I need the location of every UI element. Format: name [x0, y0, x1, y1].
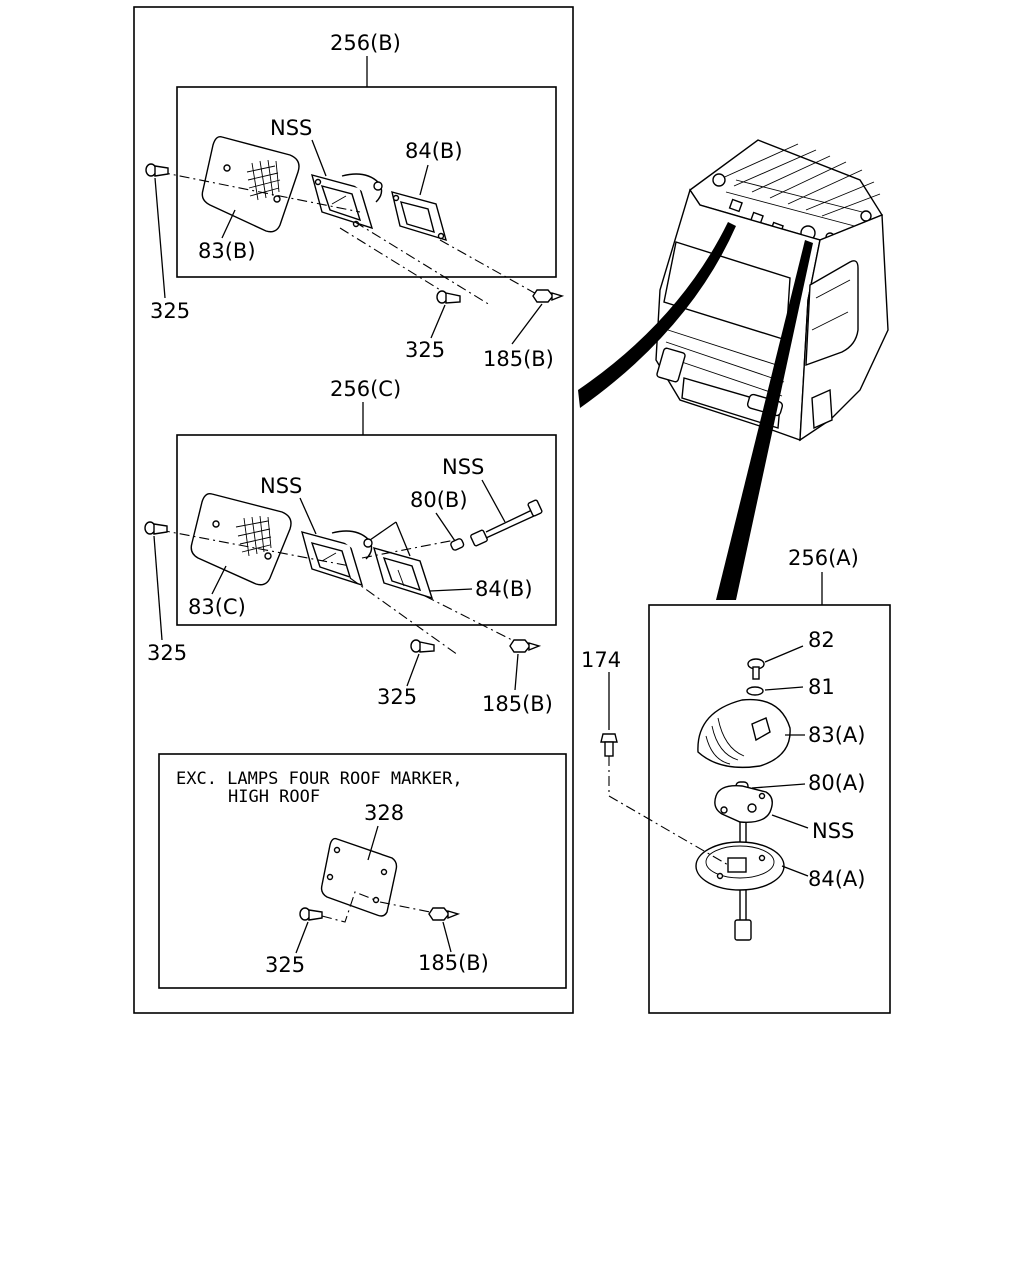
leader-band-to-256a — [716, 240, 813, 600]
label-256a: 256(A) — [788, 546, 859, 570]
label-nss-c-wire: NSS — [442, 455, 484, 479]
screw-325-b-left — [145, 163, 169, 177]
label-84a: 84(A) — [808, 867, 865, 891]
label-256b: 256(B) — [330, 31, 401, 55]
label-325-b-bottom: 325 — [405, 338, 445, 362]
note-line-1: EXC. LAMPS FOUR ROOF MARKER, — [176, 769, 463, 789]
screw-325-c-left — [144, 521, 168, 535]
gasket-84b-c — [372, 546, 434, 600]
lens-83a — [697, 698, 791, 769]
label-83a: 83(A) — [808, 723, 865, 747]
label-325-b-left: 325 — [150, 299, 190, 323]
bolt-174-path — [608, 756, 731, 867]
housing-nss-b — [311, 173, 383, 230]
label-185b-b: 185(B) — [483, 347, 554, 371]
lens-83c — [190, 492, 292, 586]
leader-band-to-256b — [578, 222, 736, 408]
label-80a: 80(A) — [808, 771, 865, 795]
lens-83b — [201, 135, 300, 233]
panel-exc-high-roof: EXC. LAMPS FOUR ROOF MARKER, HIGH ROOF 3… — [158, 753, 567, 989]
panel-256c-box — [176, 434, 557, 626]
socket-nss-a — [714, 785, 773, 823]
plate-328 — [320, 837, 398, 917]
screw-82 — [747, 658, 765, 680]
screw-325-exc — [299, 907, 323, 921]
label-174: 174 — [581, 648, 621, 672]
label-185b-c: 185(B) — [482, 692, 553, 716]
housing-nss-c — [301, 530, 373, 587]
label-328: 328 — [364, 801, 404, 825]
label-84b-c: 84(B) — [475, 577, 533, 601]
label-83b: 83(B) — [198, 239, 256, 263]
note-line-2: HIGH ROOF — [228, 787, 320, 807]
label-256c: 256(C) — [330, 377, 401, 401]
label-nss-c-housing: NSS — [260, 474, 302, 498]
screw-325-c-bottom — [410, 639, 435, 653]
panel-256b: 256(B) — [145, 31, 565, 371]
clip-185b-exc — [428, 907, 461, 921]
wire-nss-c — [485, 499, 543, 539]
bulb-80b — [450, 529, 488, 551]
clip-185b-b — [532, 289, 565, 303]
panel-256b-box — [176, 86, 557, 278]
panel-256a: 256(A) 82 81 83(A) — [648, 546, 891, 1014]
base-84a — [695, 841, 785, 891]
label-325-c-bottom: 325 — [377, 685, 417, 709]
left-frame — [133, 6, 574, 1014]
connector-a — [734, 919, 752, 941]
label-82: 82 — [808, 628, 835, 652]
panel-exc-box — [158, 753, 567, 989]
label-nss-a: NSS — [812, 819, 854, 843]
panel-256c: 256(C) — [144, 377, 557, 716]
label-80b: 80(B) — [410, 488, 468, 512]
screw-325-b-bottom — [436, 290, 461, 304]
bolt-174 — [600, 733, 618, 757]
label-185b-exc: 185(B) — [418, 951, 489, 975]
label-nss-b: NSS — [270, 116, 312, 140]
washer-81 — [746, 686, 764, 696]
gasket-84b — [391, 191, 448, 242]
label-81: 81 — [808, 675, 835, 699]
label-325-c-left: 325 — [147, 641, 187, 665]
panel-256a-box — [648, 604, 891, 1014]
clip-185b-c — [509, 639, 542, 653]
label-83c: 83(C) — [188, 595, 246, 619]
label-84b-top: 84(B) — [405, 139, 463, 163]
label-325-exc: 325 — [265, 953, 305, 977]
